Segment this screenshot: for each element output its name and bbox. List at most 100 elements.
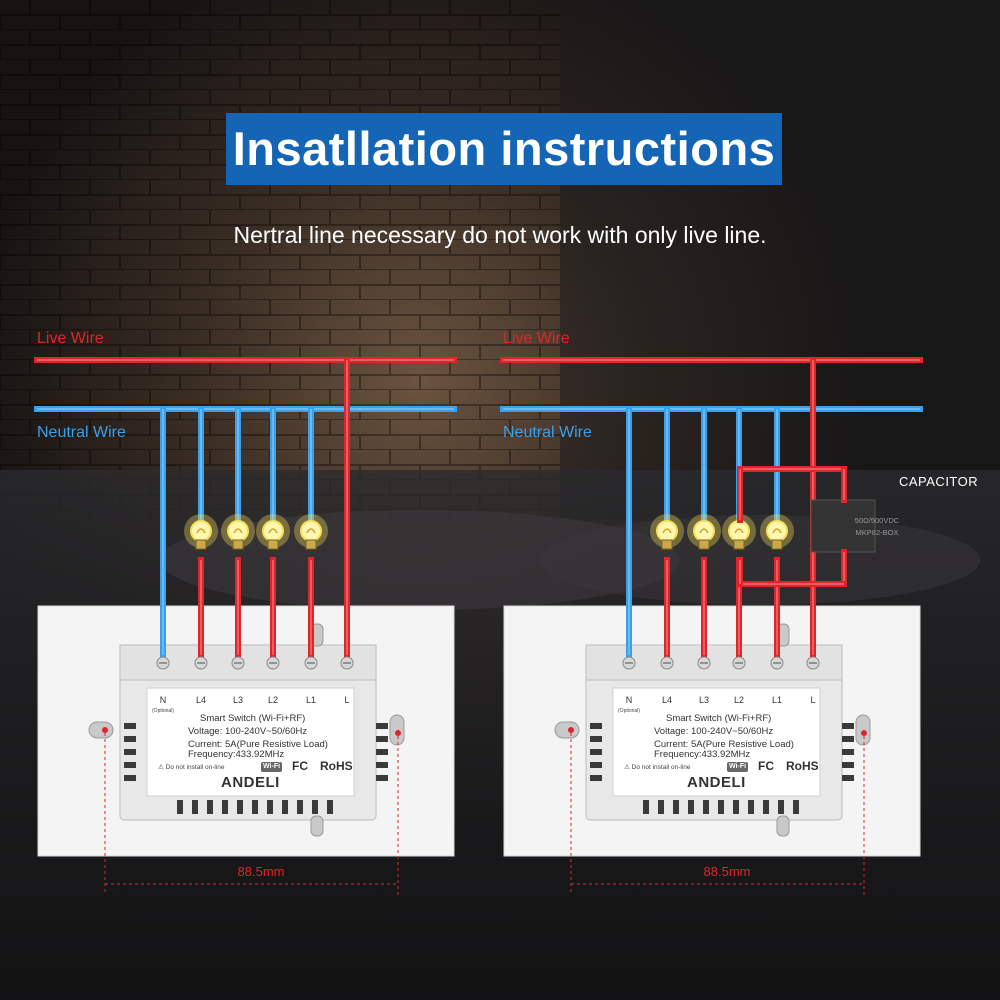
spec-label-left — [146, 687, 355, 797]
fc-mark: FC — [292, 759, 308, 773]
warning-icon: ⚠ Do not install on-line — [624, 764, 691, 771]
vent-right-left — [376, 723, 388, 729]
warning-icon: ⚠ Do not install on-line — [158, 764, 225, 771]
live-wire-label-left: Live Wire — [37, 330, 104, 347]
spec-voltage: Voltage: 100-240V~50/60Hz — [188, 726, 308, 737]
terminal-label-n: N — [625, 695, 633, 705]
vent-left-left — [124, 736, 136, 742]
terminal-label-l4: L4 — [195, 695, 206, 705]
vent-left-right — [590, 762, 602, 768]
vent-left-left — [124, 749, 136, 755]
light-bulb-icon — [722, 514, 756, 550]
vent-left-right — [590, 723, 602, 729]
dimension-label: 88.5mm — [703, 864, 751, 879]
vent-bottom-left — [282, 800, 288, 814]
live-wire-label-right: Live Wire — [503, 330, 570, 347]
terminal-label-l4: L4 — [661, 695, 672, 705]
vent-left-right — [590, 749, 602, 755]
terminal-label-l3: L3 — [698, 695, 709, 705]
vent-bottom-right — [673, 800, 679, 814]
vent-bottom-right — [658, 800, 664, 814]
brand-logo: ANDELI — [221, 774, 280, 791]
vent-right-left — [376, 762, 388, 768]
vent-right-right — [842, 723, 854, 729]
dimension-label: 88.5mm — [237, 864, 285, 879]
vent-bottom-left — [237, 800, 243, 814]
vent-bottom-right — [733, 800, 739, 814]
spec-voltage: Voltage: 100-240V~50/60Hz — [654, 726, 774, 737]
vent-bottom-left — [207, 800, 213, 814]
terminal-label-l2: L2 — [267, 695, 278, 705]
vent-bottom-left — [252, 800, 258, 814]
light-bulb-icon — [650, 514, 684, 550]
vent-left-left — [124, 775, 136, 781]
light-bulb-icon — [687, 514, 721, 550]
terminal-label-l2: L2 — [733, 695, 744, 705]
vent-bottom-left — [222, 800, 228, 814]
mount-marker-right-left — [395, 730, 401, 736]
capacitor-spec-line-2: MKP82-BOX — [855, 528, 899, 537]
vent-right-right — [842, 749, 854, 755]
terminal-label-l3: L3 — [232, 695, 243, 705]
vent-right-left — [376, 775, 388, 781]
wifi-icon: Wi-Fi — [261, 762, 283, 772]
vent-right-right — [842, 775, 854, 781]
title-banner — [226, 113, 782, 185]
mount-clip-right-left — [389, 714, 405, 746]
vent-bottom-right — [793, 800, 799, 814]
vent-bottom-left — [312, 800, 318, 814]
rohs-mark: RoHS — [320, 759, 353, 773]
neutral-wire-label-right: Neutral Wire — [503, 424, 592, 441]
brand-logo: ANDELI — [687, 774, 746, 791]
vent-bottom-right — [748, 800, 754, 814]
vent-right-right — [842, 762, 854, 768]
light-bulb-icon — [184, 514, 218, 550]
light-bulb-icon — [221, 514, 255, 550]
optional-note: (Optional) — [152, 708, 174, 714]
mount-marker-left-left — [102, 727, 108, 733]
bottom-tab-right — [776, 815, 790, 837]
terminal-label-l: L — [344, 695, 350, 705]
spec-current: Current: 5A(Pure Resistive Load) — [654, 739, 794, 750]
capacitor-spec-line-1: 50Ω/500VDC — [854, 516, 900, 525]
terminal-label-l: L — [810, 695, 816, 705]
vent-bottom-right — [718, 800, 724, 814]
spec-current: Current: 5A(Pure Resistive Load) — [188, 739, 328, 750]
mount-marker-right-right — [861, 730, 867, 736]
terminal-label-l1: L1 — [771, 695, 782, 705]
light-bulb-icon — [294, 514, 328, 550]
bottom-tab-left — [310, 815, 324, 837]
vent-right-left — [376, 749, 388, 755]
vent-right-right — [842, 736, 854, 742]
wifi-icon: Wi-Fi — [727, 762, 749, 772]
vent-bottom-right — [703, 800, 709, 814]
page-title: Insatllation instructions — [232, 122, 776, 175]
spec-frequency: Frequency:433.92MHz — [188, 749, 285, 760]
mount-marker-left-right — [568, 727, 574, 733]
spec-title: Smart Switch (Wi-Fi+RF) — [666, 713, 772, 724]
vent-bottom-left — [192, 800, 198, 814]
capacitor-spec: 50Ω/500VDC MKP82-BOX — [846, 515, 908, 539]
vent-bottom-left — [297, 800, 303, 814]
mount-clip-right-right — [855, 714, 871, 746]
light-bulb-icon — [760, 514, 794, 550]
page-subtitle: Nertral line necessary do not work with … — [233, 222, 767, 248]
vent-left-left — [124, 762, 136, 768]
terminal-label-l1: L1 — [305, 695, 316, 705]
vent-bottom-right — [688, 800, 694, 814]
vent-bottom-right — [778, 800, 784, 814]
vent-bottom-right — [643, 800, 649, 814]
light-bulb-icon — [256, 514, 290, 550]
mount-slot-left-left — [88, 721, 114, 739]
mount-slot-left-right — [554, 721, 580, 739]
neutral-wire-label-left: Neutral Wire — [37, 424, 126, 441]
vent-bottom-left — [267, 800, 273, 814]
vent-left-right — [590, 775, 602, 781]
vent-left-left — [124, 723, 136, 729]
vent-bottom-left — [327, 800, 333, 814]
spec-title: Smart Switch (Wi-Fi+RF) — [200, 713, 306, 724]
vent-bottom-left — [177, 800, 183, 814]
vent-left-right — [590, 736, 602, 742]
spec-frequency: Frequency:433.92MHz — [654, 749, 751, 760]
